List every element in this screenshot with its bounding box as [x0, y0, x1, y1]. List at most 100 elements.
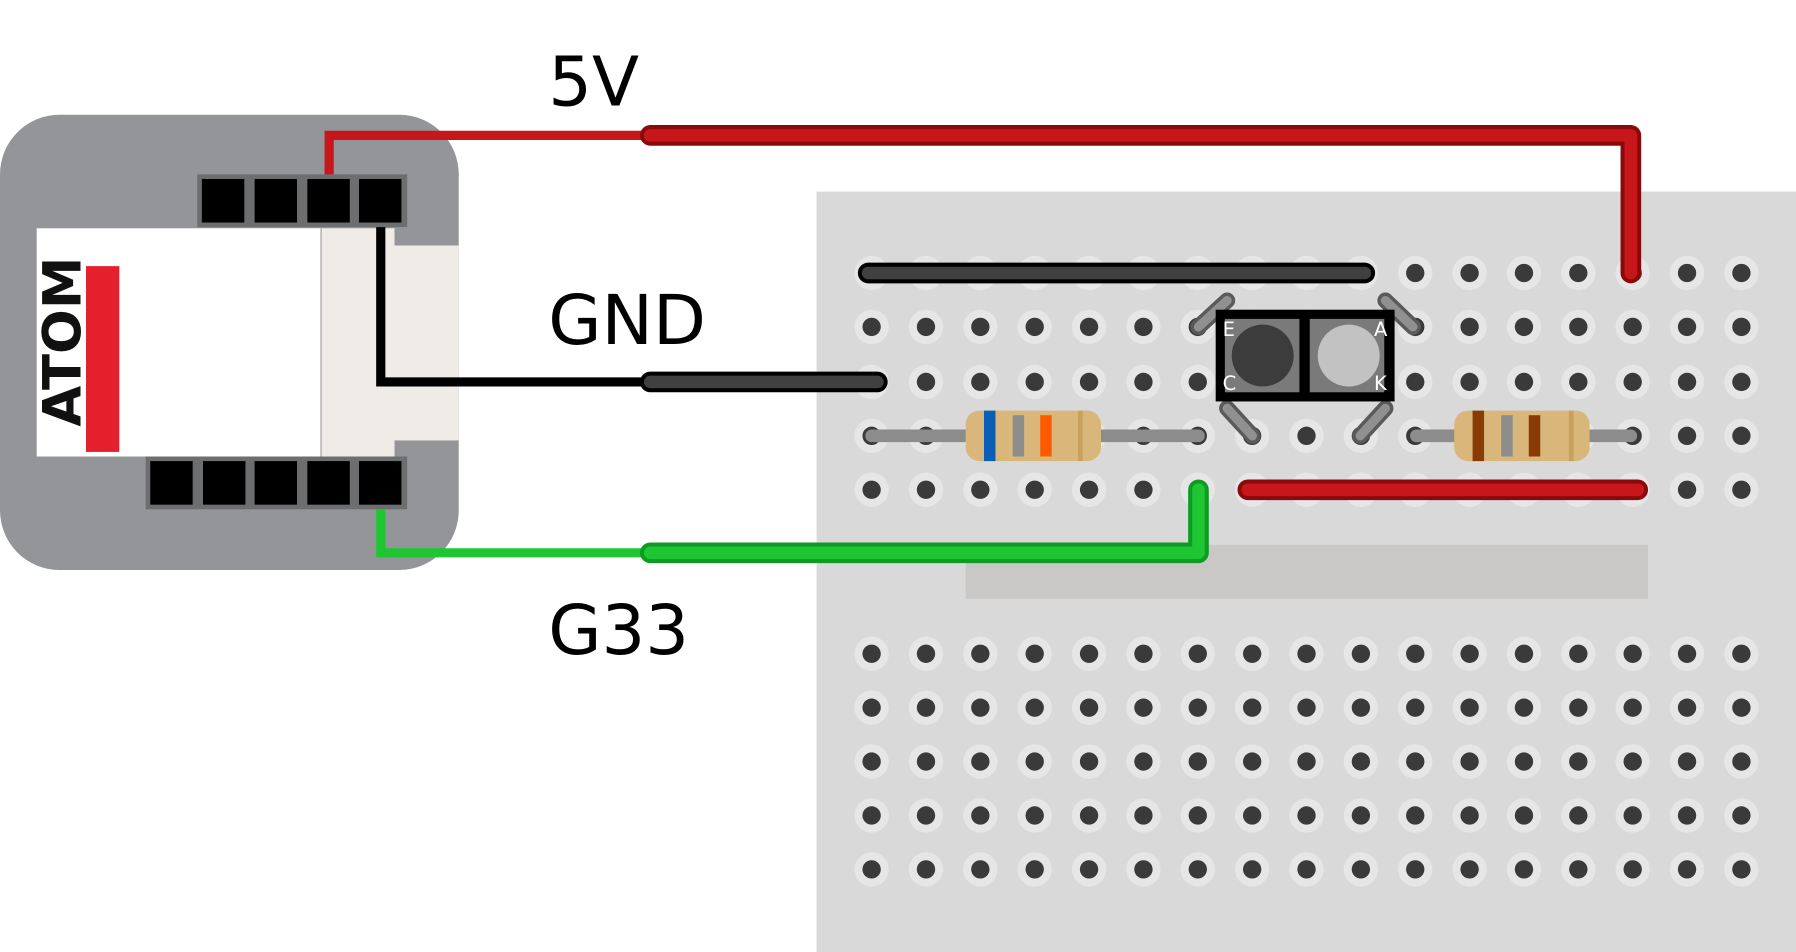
- breadboard-hole[interactable]: [1180, 636, 1215, 671]
- breadboard-hole[interactable]: [1615, 744, 1650, 779]
- breadboard-hole[interactable]: [1506, 852, 1542, 887]
- breadboard-hole[interactable]: [1506, 255, 1542, 291]
- breadboard-hole[interactable]: [1071, 309, 1107, 345]
- breadboard-hole[interactable]: [1398, 744, 1433, 779]
- breadboard-hole[interactable]: [1452, 255, 1487, 291]
- breadboard-hole[interactable]: [1071, 744, 1107, 779]
- breadboard-hole[interactable]: [1126, 472, 1161, 507]
- breadboard-hole[interactable]: [1289, 418, 1324, 454]
- breadboard-hole[interactable]: [1289, 798, 1324, 833]
- breadboard-hole[interactable]: [1289, 636, 1324, 671]
- breadboard-hole[interactable]: [1343, 690, 1379, 725]
- breadboard-hole[interactable]: [963, 852, 998, 887]
- breadboard-hole[interactable]: [1126, 852, 1161, 887]
- breadboard-hole[interactable]: [1398, 364, 1433, 400]
- breadboard-hole[interactable]: [1017, 852, 1052, 887]
- breadboard-hole[interactable]: [1126, 690, 1161, 725]
- breadboard-hole[interactable]: [908, 636, 944, 671]
- breadboard-hole[interactable]: [854, 852, 889, 887]
- breadboard-hole[interactable]: [1506, 690, 1542, 725]
- breadboard-hole[interactable]: [854, 690, 889, 725]
- breadboard-hole[interactable]: [963, 472, 998, 507]
- breadboard-hole[interactable]: [963, 744, 998, 779]
- breadboard-hole[interactable]: [854, 636, 889, 671]
- breadboard-hole[interactable]: [1615, 690, 1650, 725]
- breadboard-hole[interactable]: [1343, 852, 1379, 887]
- breadboard-hole[interactable]: [1071, 636, 1107, 671]
- breadboard-hole[interactable]: [1234, 852, 1270, 887]
- breadboard-hole[interactable]: [854, 472, 889, 507]
- breadboard-hole[interactable]: [1561, 636, 1596, 671]
- wire-gnd[interactable]: [376, 227, 888, 393]
- breadboard-hole[interactable]: [1724, 309, 1759, 345]
- breadboard-hole[interactable]: [1724, 418, 1759, 454]
- breadboard-hole[interactable]: [1017, 472, 1052, 507]
- breadboard-hole[interactable]: [1071, 852, 1107, 887]
- breadboard-hole[interactable]: [1669, 255, 1705, 291]
- breadboard-hole[interactable]: [1724, 690, 1759, 725]
- breadboard-hole[interactable]: [854, 744, 889, 779]
- breadboard-hole[interactable]: [1615, 309, 1650, 345]
- breadboard-hole[interactable]: [1289, 690, 1324, 725]
- breadboard-hole[interactable]: [1398, 852, 1433, 887]
- breadboard-hole[interactable]: [1724, 472, 1759, 507]
- breadboard-hole[interactable]: [1669, 364, 1705, 400]
- breadboard-hole[interactable]: [1234, 636, 1270, 671]
- breadboard-hole[interactable]: [1180, 798, 1215, 833]
- breadboard-hole[interactable]: [1289, 852, 1324, 887]
- breadboard-hole[interactable]: [1017, 636, 1052, 671]
- ir-reflective-sensor[interactable]: E C A K: [1190, 292, 1421, 444]
- wire-5v[interactable]: [324, 125, 1642, 284]
- breadboard-hole[interactable]: [1234, 744, 1270, 779]
- breadboard-hole[interactable]: [963, 309, 998, 345]
- breadboard-hole[interactable]: [1071, 798, 1107, 833]
- breadboard-hole[interactable]: [908, 309, 944, 345]
- breadboard-hole[interactable]: [1126, 744, 1161, 779]
- breadboard-hole[interactable]: [908, 744, 944, 779]
- breadboard-hole[interactable]: [908, 364, 944, 400]
- resistor-left[interactable]: [865, 410, 1205, 462]
- breadboard-hole[interactable]: [1452, 852, 1487, 887]
- breadboard-hole[interactable]: [1126, 798, 1161, 833]
- breadboard-hole[interactable]: [1452, 309, 1487, 345]
- breadboard-hole[interactable]: [1017, 744, 1052, 779]
- breadboard-hole[interactable]: [1669, 472, 1705, 507]
- breadboard-hole[interactable]: [1561, 798, 1596, 833]
- breadboard-hole[interactable]: [1669, 309, 1705, 345]
- breadboard-hole[interactable]: [1561, 364, 1596, 400]
- resistor-right[interactable]: [1410, 410, 1638, 462]
- breadboard-hole[interactable]: [908, 798, 944, 833]
- breadboard-hole[interactable]: [1615, 636, 1650, 671]
- breadboard-hole[interactable]: [1017, 690, 1052, 725]
- breadboard-hole[interactable]: [1615, 798, 1650, 833]
- breadboard-hole[interactable]: [1071, 690, 1107, 725]
- breadboard-hole[interactable]: [1669, 636, 1705, 671]
- breadboard-hole[interactable]: [1180, 690, 1215, 725]
- breadboard-hole[interactable]: [963, 690, 998, 725]
- breadboard-hole[interactable]: [854, 309, 889, 345]
- breadboard-hole[interactable]: [1343, 744, 1379, 779]
- breadboard-hole[interactable]: [1017, 364, 1052, 400]
- breadboard-hole[interactable]: [1398, 798, 1433, 833]
- breadboard-hole[interactable]: [963, 798, 998, 833]
- breadboard-hole[interactable]: [1724, 798, 1759, 833]
- breadboard-hole[interactable]: [1669, 744, 1705, 779]
- breadboard-hole[interactable]: [1724, 744, 1759, 779]
- breadboard-hole[interactable]: [1452, 636, 1487, 671]
- breadboard-hole[interactable]: [1506, 636, 1542, 671]
- breadboard-hole[interactable]: [963, 636, 998, 671]
- breadboard-hole[interactable]: [1398, 636, 1433, 671]
- breadboard-hole[interactable]: [1724, 852, 1759, 887]
- breadboard-hole[interactable]: [908, 472, 944, 507]
- breadboard-hole[interactable]: [1724, 364, 1759, 400]
- breadboard-hole[interactable]: [1724, 255, 1759, 291]
- breadboard-hole[interactable]: [1126, 364, 1161, 400]
- breadboard-hole[interactable]: [1398, 255, 1433, 291]
- breadboard-hole[interactable]: [1561, 255, 1596, 291]
- breadboard-hole[interactable]: [1017, 309, 1052, 345]
- breadboard-hole[interactable]: [1452, 798, 1487, 833]
- breadboard-hole[interactable]: [1669, 418, 1705, 454]
- breadboard-hole[interactable]: [1669, 798, 1705, 833]
- breadboard-hole[interactable]: [1452, 690, 1487, 725]
- breadboard-hole[interactable]: [1452, 364, 1487, 400]
